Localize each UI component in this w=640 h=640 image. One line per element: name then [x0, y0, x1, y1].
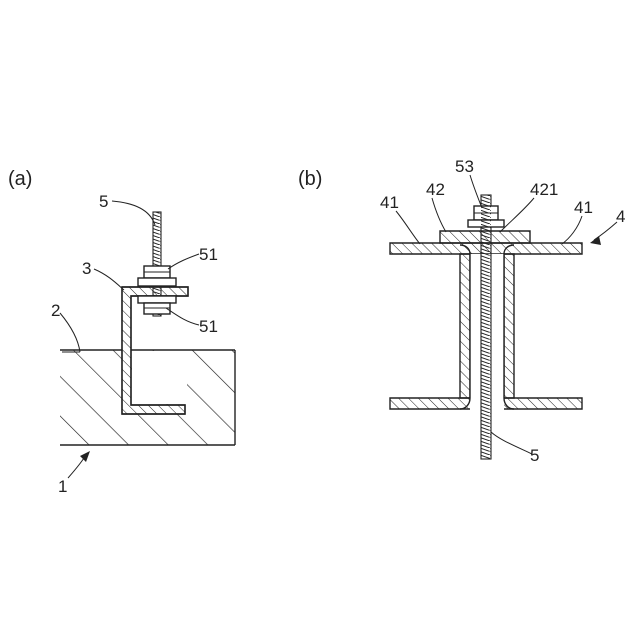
top-nut — [468, 206, 504, 227]
callout-base: 1 — [58, 477, 67, 496]
callout-rod-b: 5 — [530, 446, 539, 465]
callout-nut-lower: 51 — [199, 317, 218, 336]
callout-beam: 4 — [616, 207, 625, 226]
callout-nut-upper: 51 — [199, 245, 218, 264]
panel-b: (b) — [298, 157, 625, 465]
callout-channel: 3 — [82, 259, 91, 278]
panel-a: (a) — [8, 168, 235, 496]
callout-nut-top: 53 — [455, 157, 474, 176]
callout-flange-left: 41 — [380, 193, 399, 212]
upper-nut — [138, 266, 176, 286]
callout-surface: 2 — [51, 301, 60, 320]
callout-plate: 42 — [426, 180, 445, 199]
callout-plate-hole: 421 — [530, 180, 558, 199]
callout-flange-right: 41 — [574, 198, 593, 217]
callout-rod-a: 5 — [99, 192, 108, 211]
threaded-rod-b — [481, 195, 491, 459]
panel-b-label: (b) — [298, 168, 322, 190]
panel-a-label: (a) — [8, 168, 32, 190]
